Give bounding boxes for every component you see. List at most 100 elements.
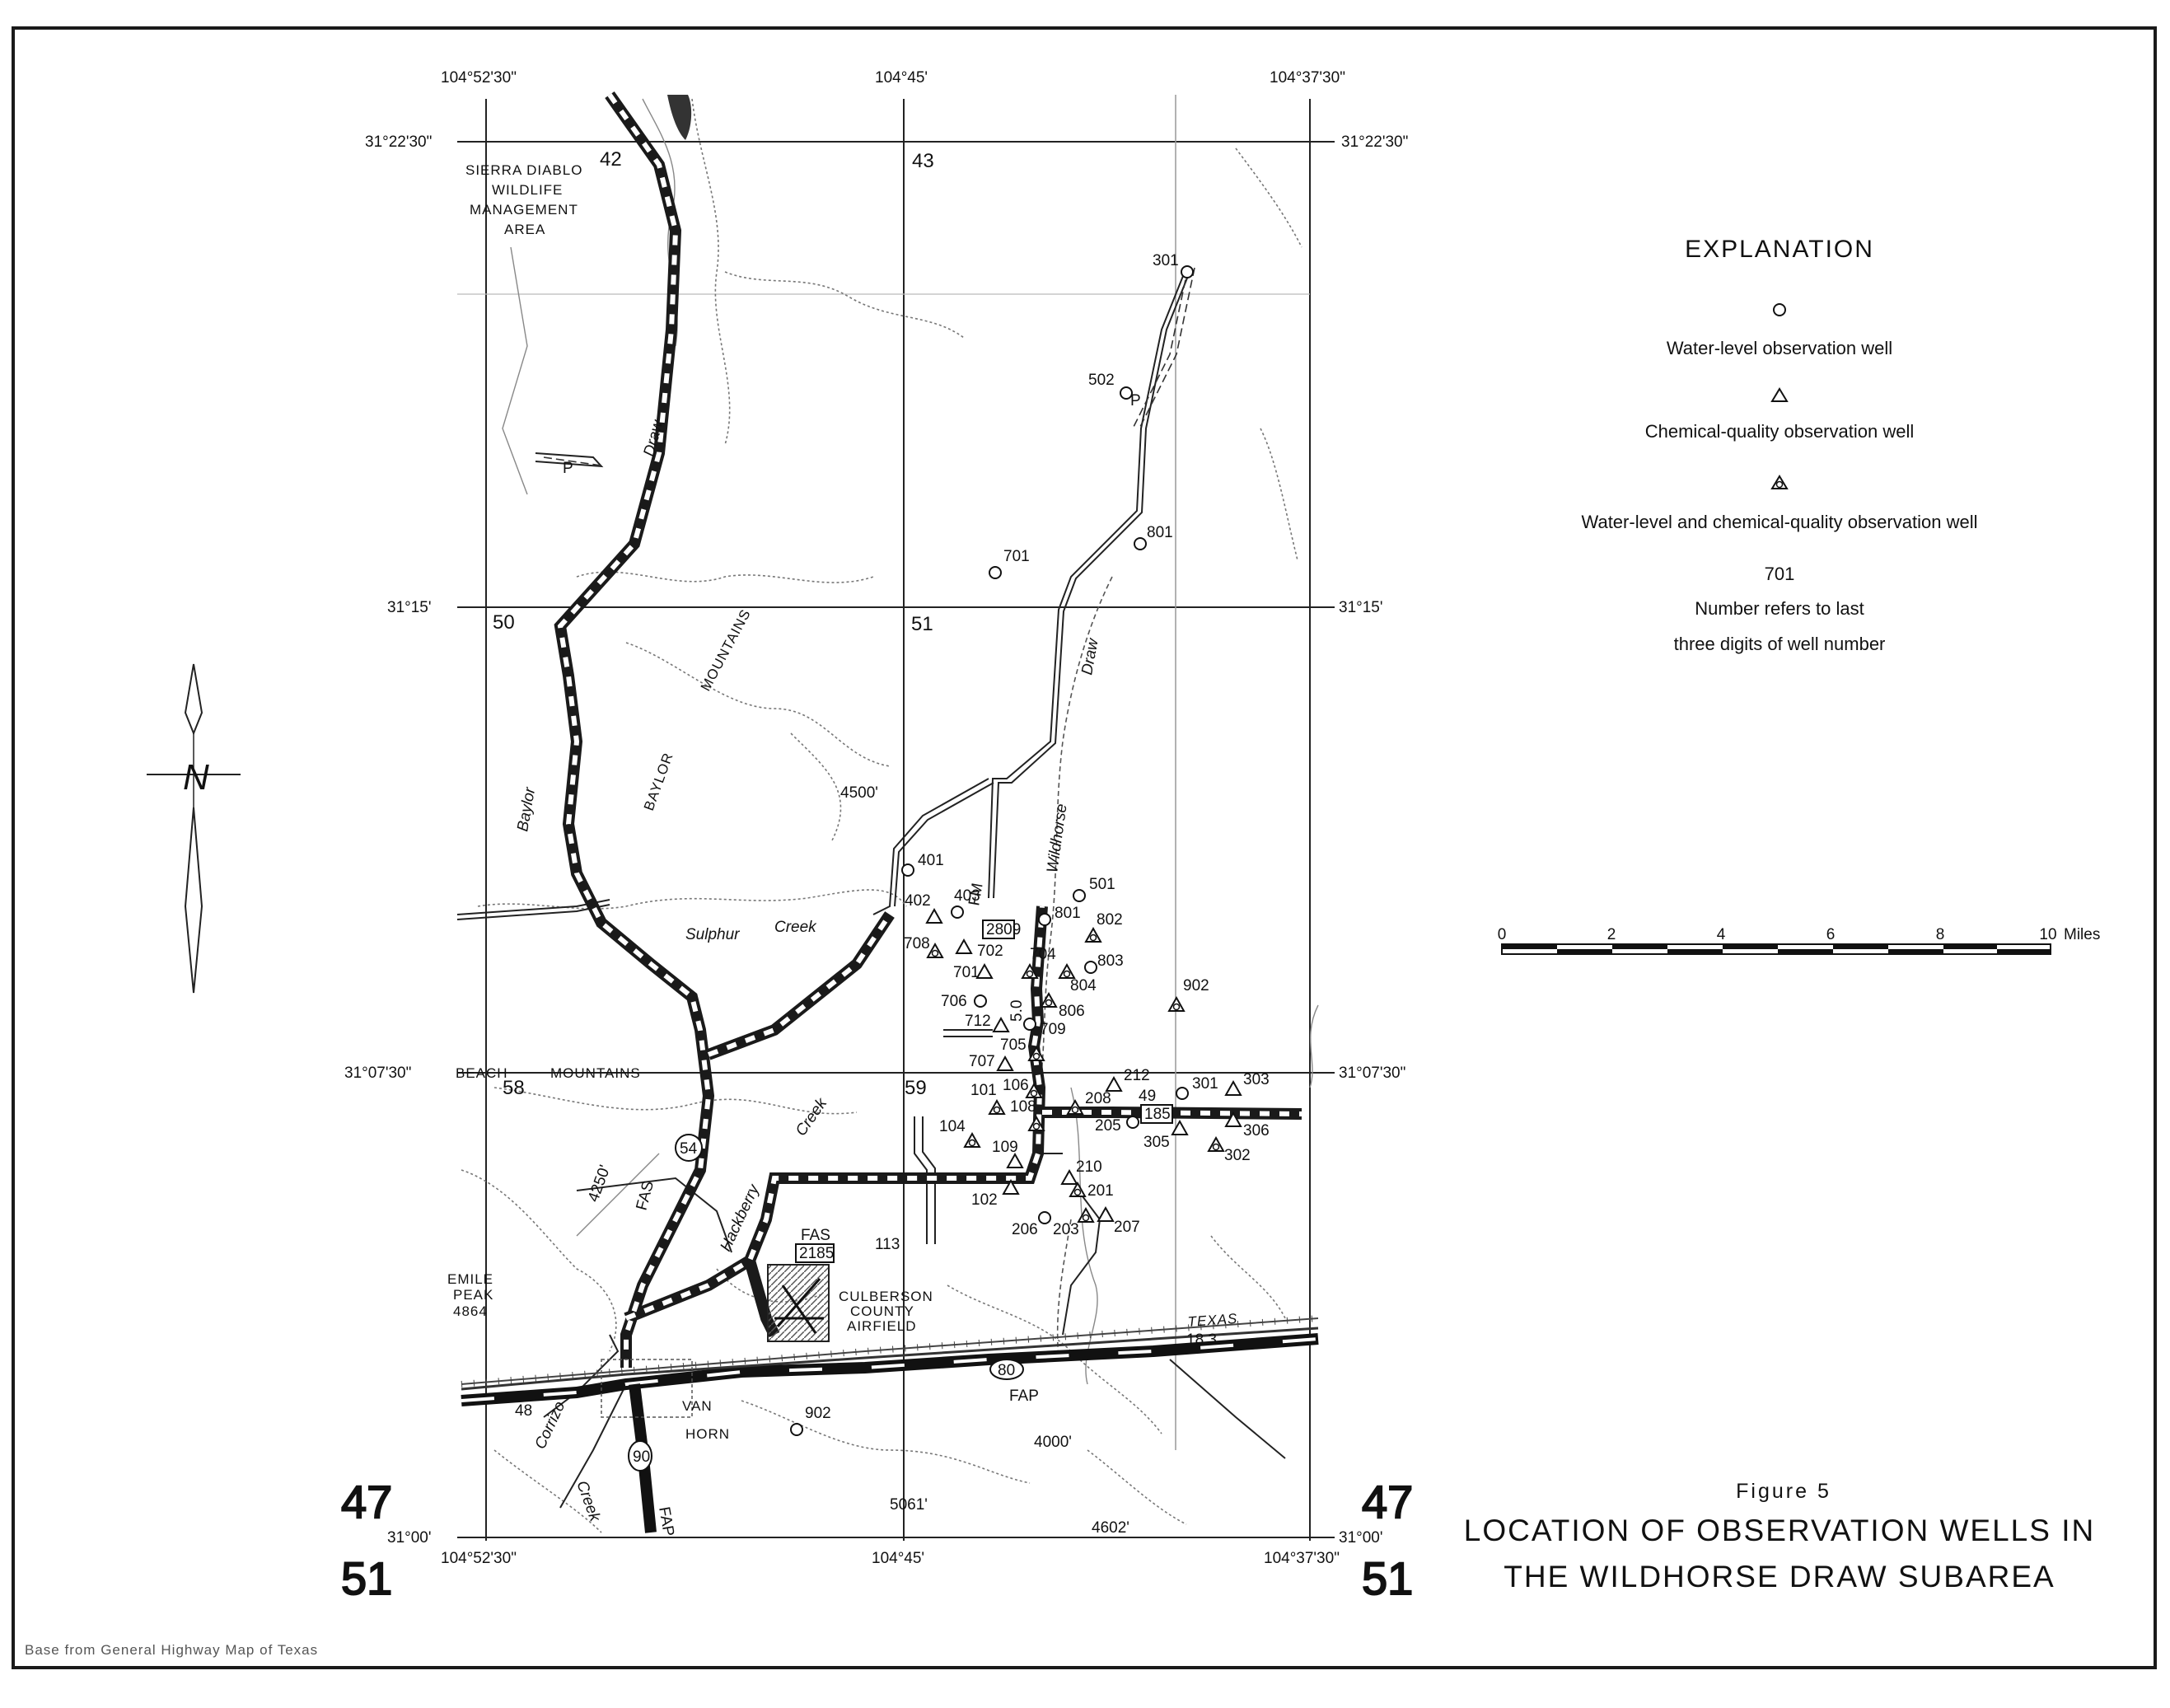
chemical-quality-well-symbol (1097, 1205, 1115, 1222)
chemical-quality-well-symbol (1171, 1119, 1189, 1135)
lat-n-right: 31°22'30" (1341, 133, 1408, 151)
well-label: 804 (1070, 977, 1097, 994)
north-arrow (147, 663, 241, 994)
well-label: 701 (953, 964, 980, 981)
well-803: 803 (1084, 952, 1124, 974)
lon-east-bottom: 104°37'30" (1264, 1550, 1340, 1567)
elevation-4000: 4000' (1034, 1434, 1072, 1451)
grid-58: 58 (503, 1077, 525, 1099)
airfield-label-2: COUNTY (850, 1303, 914, 1319)
lat-s2-left: 31°07'30" (344, 1065, 411, 1082)
baylor-creek-label: Baylor (514, 786, 539, 833)
water-level-well-symbol (1126, 1116, 1139, 1129)
well-801n: 801 (1134, 524, 1173, 550)
well-label: 203 (1053, 1221, 1079, 1238)
quad-bottom-left: 51 (341, 1552, 392, 1604)
legend-note-line-1: Number refers to last (1695, 598, 1864, 619)
well-label: 207 (1114, 1219, 1140, 1236)
draw-east-label: Draw (1078, 636, 1102, 676)
sierra-label-2: WILDLIFE (492, 182, 563, 198)
well-206: 206 (1012, 1211, 1051, 1238)
legend-note-line-2: three digits of well number (1674, 634, 1886, 654)
well-label: 701 (1003, 548, 1030, 565)
legend-both-label: Water-level and chemical-quality observa… (1582, 512, 1978, 532)
well-label: 706 (941, 993, 967, 1010)
water-level-well-symbol (790, 1423, 803, 1436)
grid-43: 43 (912, 150, 934, 172)
well-label: 206 (1012, 1221, 1038, 1238)
chemical-quality-well-symbol (992, 1016, 1010, 1032)
well-label: 201 (1087, 1182, 1114, 1200)
road-5-0: 5.0 (1008, 1000, 1026, 1022)
place-labels: SIERRA DIABLO WILDLIFE MANAGEMENT AREA D… (447, 162, 1238, 1537)
well-705: 705 (1000, 1036, 1045, 1061)
grid-42: 42 (600, 148, 622, 171)
well-403: 403 (951, 887, 980, 919)
pipelines (543, 267, 1195, 466)
lon-west-top: 104°52'30" (441, 69, 517, 87)
well-label: 708 (904, 935, 930, 952)
well-label: 101 (970, 1082, 997, 1099)
well-210: 210 (1060, 1158, 1102, 1185)
scale-tick-2: 2 (1607, 926, 1616, 943)
well-label: 104 (939, 1118, 966, 1135)
well-label: 301 (1192, 1075, 1218, 1093)
well-label: 402 (905, 892, 931, 910)
well-label: 306 (1243, 1122, 1270, 1139)
well-label: 902 (1183, 977, 1209, 994)
lat-s-left: 31°00' (387, 1529, 432, 1547)
legend-water-level-symbol (1773, 303, 1786, 316)
chemical-quality-well-symbol (1006, 1152, 1024, 1168)
hackberry-creek-label: Creek (793, 1094, 831, 1139)
well-label: 303 (1243, 1071, 1270, 1088)
lon-west-bottom: 104°52'30" (441, 1550, 517, 1567)
water-level-well-symbol (1073, 889, 1086, 902)
pipeline-p1: P (563, 460, 573, 477)
well-301s: 301 (1176, 1075, 1218, 1100)
road-2185: 2185 (799, 1245, 834, 1262)
chemical-quality-well-symbol (1105, 1075, 1123, 1092)
well-203: 203 (1053, 1206, 1095, 1238)
chemical-quality-well-symbol (975, 962, 994, 979)
corrizo-creek-label: Creek (573, 1479, 604, 1525)
texas-label: TEXAS (1187, 1311, 1238, 1330)
scale-tick-0: 0 (1498, 926, 1507, 943)
well-label: 403 (954, 887, 980, 905)
well-104: 104 (939, 1118, 981, 1148)
well-201: 201 (1069, 1181, 1114, 1200)
sierra-label-4: AREA (504, 222, 545, 237)
mountains-label: MOUNTAINS (550, 1065, 641, 1081)
road-49: 49 (1139, 1088, 1156, 1105)
road-fas: FAS (801, 1227, 830, 1244)
well-205: 205 (1095, 1116, 1139, 1135)
chemical-quality-well-symbol (996, 1055, 1014, 1071)
well-label: 208 (1085, 1090, 1111, 1107)
well-302: 302 (1207, 1135, 1251, 1164)
water-level-well-symbol (901, 863, 914, 877)
well-402: 402 (905, 892, 943, 924)
well-102: 102 (971, 1178, 1020, 1209)
pipeline-p2: P (1130, 392, 1141, 409)
well-101: 101 (970, 1082, 1006, 1115)
road-80: 80 (998, 1362, 1015, 1379)
lat-m-right: 31°15' (1339, 599, 1383, 616)
water-level-well-symbol (1176, 1087, 1189, 1100)
well-label: 205 (1095, 1117, 1121, 1135)
well-label: 502 (1088, 372, 1115, 389)
scale-tick-4: 4 (1717, 926, 1726, 943)
chemical-quality-well-symbol (1224, 1079, 1242, 1096)
chemical-quality-well-symbol (1060, 1168, 1078, 1185)
road-185: 185 (1144, 1106, 1171, 1123)
water-level-well-symbol (974, 994, 987, 1008)
road-48: 48 (515, 1402, 532, 1420)
water-level-well-symbol (1134, 537, 1147, 550)
airfield-label-3: AIRFIELD (847, 1318, 917, 1334)
lon-east-top: 104°37'30" (1270, 69, 1345, 87)
legend-chemical-symbol (1770, 387, 1789, 402)
grid-numbers: 42 43 50 51 58 59 (493, 148, 934, 1099)
grid-lines (457, 95, 1335, 1541)
well-label: 707 (969, 1053, 995, 1070)
well-label: 305 (1143, 1134, 1170, 1151)
sulphur-creek-label-2: Creek (774, 919, 817, 936)
